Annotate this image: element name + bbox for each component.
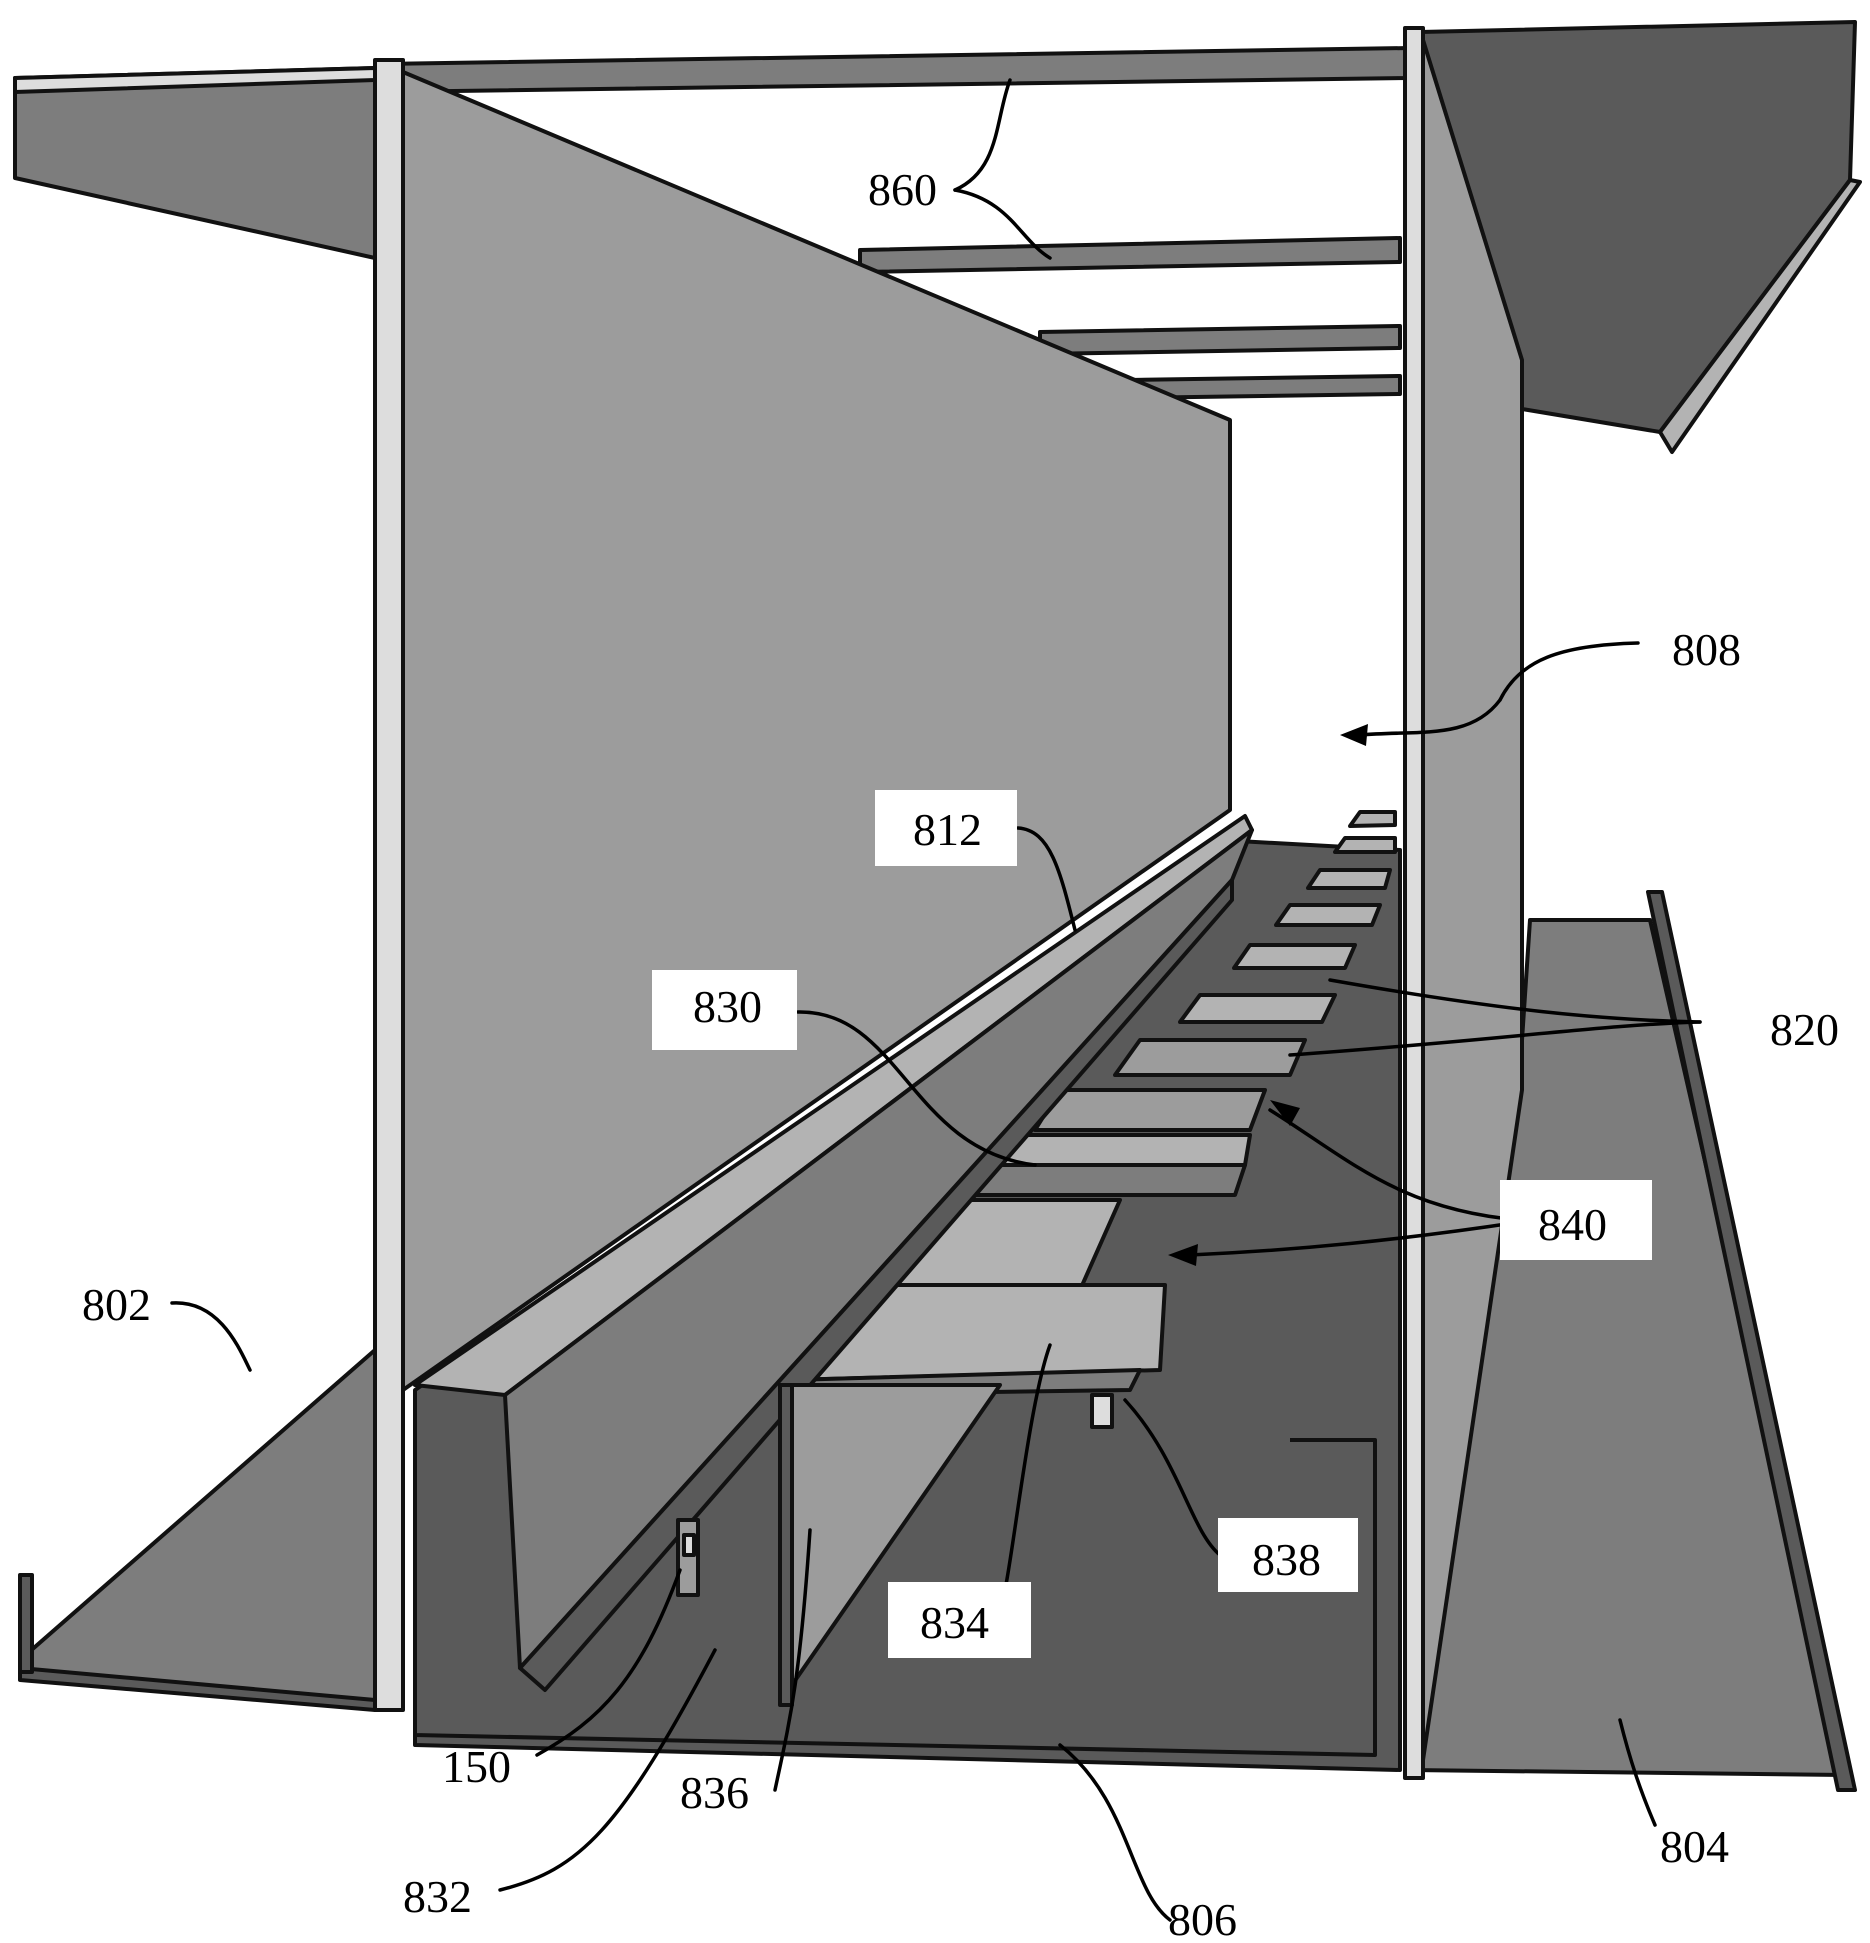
label-832: 832 <box>403 1871 472 1922</box>
label-812: 812 <box>913 804 982 855</box>
label-830: 830 <box>693 981 762 1032</box>
label-802: 802 <box>82 1279 151 1330</box>
label-806: 806 <box>1168 1894 1237 1943</box>
label-820: 820 <box>1770 1004 1839 1055</box>
label-838: 838 <box>1252 1534 1321 1585</box>
label-834: 834 <box>920 1597 989 1648</box>
label-804: 804 <box>1660 1821 1729 1872</box>
device-150 <box>678 1520 698 1595</box>
label-836: 836 <box>680 1767 749 1818</box>
label-808: 808 <box>1672 624 1741 675</box>
label-840: 840 <box>1538 1199 1607 1250</box>
left-frame-post <box>375 60 403 1710</box>
label-860: 860 <box>868 164 937 215</box>
label-150: 150 <box>442 1741 511 1792</box>
arm-lip-838 <box>1092 1395 1112 1427</box>
